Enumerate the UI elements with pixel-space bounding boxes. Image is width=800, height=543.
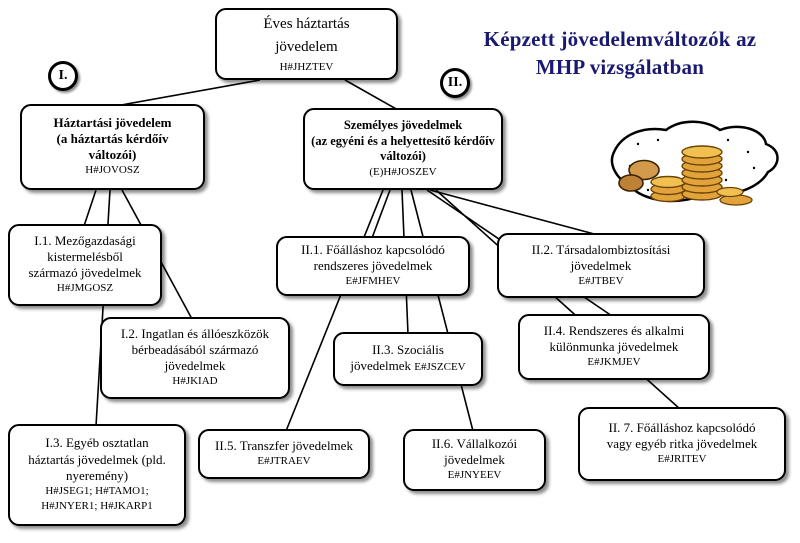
box-text-line: II.2. Társadalombiztosítási [531, 241, 671, 257]
variable-code: H#JKIAD [172, 375, 218, 388]
slide-title: Képzett jövedelemváltozók az MHP vizsgál… [452, 25, 788, 82]
map-speckles [628, 138, 756, 192]
slide-title-line2: MHP vizsgálatban [535, 55, 705, 80]
node-ii1-regular-main-job-income: II.1. Főálláshoz kapcsolódó rendszeres j… [276, 236, 470, 296]
box-text-line: jövedelmek [164, 358, 226, 374]
box-text-line: különmunka jövedelmek [549, 339, 679, 355]
branch-marker-1-label: I. [58, 68, 68, 83]
node-i1-agricultural-income: I.1. Mezőgazdasági kistermelésből szárma… [8, 224, 162, 306]
connector-root-personal [344, 79, 399, 111]
branch-marker-1: I. [48, 61, 78, 91]
connector-personal-ii5 [285, 189, 384, 432]
node-personal-incomes: Személyes jövedelmek (az egyéni és a hel… [303, 108, 503, 190]
box-text-line: származó jövedelmek [28, 265, 142, 281]
bread-shapes [618, 159, 660, 192]
variable-code: E#JTRAEV [257, 455, 311, 468]
box-text-line: II.4. Rendszeres és alkalmi [543, 323, 685, 339]
node-annual-household-income: Éves háztartás jövedelem H#JHZTEV [215, 8, 398, 80]
variable-code: E#JNYEEV [447, 469, 502, 482]
node-ii3-social-income: II.3. Szociális jövedelmek E#JSZCEV [333, 332, 483, 386]
connector-personal-ii1 [371, 189, 391, 239]
box-text-line: jövedelmek E#JSZCEV [350, 358, 465, 375]
node-i2-rental-income: I.2. Ingatlan és állóeszközök bérbeadásá… [100, 317, 290, 399]
box-text-line: II.5. Transzfer jövedelmek [215, 438, 353, 454]
hungary-map-coins-illustration [610, 120, 779, 206]
box-text-line: I.3. Egyéb osztatlan [45, 435, 149, 451]
variable-code: H#JSEG1; H#TAMO1; [45, 484, 149, 497]
node-ii5-transfer-income: II.5. Transzfer jövedelmek E#JTRAEV [198, 429, 370, 479]
box-text-line: vagy egyéb ritka jövedelmek [606, 436, 758, 452]
variable-code: (E)H#JOSZEV [369, 165, 437, 178]
box-text-line: (az egyéni és a helyettesítő kérdőív [311, 133, 495, 148]
box-text-line: II.1. Főálláshoz kapcsolódó [301, 242, 445, 258]
loose-coins [716, 186, 753, 206]
node-ii6-entrepreneurial-income: II.6. Vállalkozói jövedelmek E#JNYEEV [403, 429, 546, 491]
box-text-line: rendszeres jövedelmek [313, 258, 433, 274]
connector-personal-ii6 [410, 189, 474, 432]
node-ii2-social-security-income: II.2. Társadalombiztosítási jövedelmek E… [497, 233, 705, 298]
variable-code: E#JSZCEV [414, 361, 466, 374]
connector-root-household [109, 79, 261, 108]
box-text-line: Háztartási jövedelem [53, 115, 172, 131]
box-text-line: I.2. Ingatlan és állóeszközök [120, 326, 270, 342]
box-text-line: Személyes jövedelmek [343, 118, 463, 133]
node-ii7-rare-income: II. 7. Főálláshoz kapcsolódó vagy egyéb … [578, 407, 786, 481]
box-text-line: II.6. Vállalkozói [431, 436, 518, 452]
variable-code: E#JTBEV [578, 274, 624, 287]
box-text-line: bérbeadásából származó [131, 342, 259, 358]
box-text-line: I.1. Mezőgazdasági [34, 233, 136, 249]
branch-marker-2: II. [440, 68, 470, 98]
box-text-line: (a háztartás kérdőív [56, 131, 169, 147]
slide-title-line1: Képzett jövedelemváltozók az [483, 27, 757, 51]
variable-code: E#JRITEV [657, 453, 707, 466]
box-text-line: Éves háztartás [263, 16, 350, 33]
coin-stack-small [650, 175, 686, 203]
node-i3-other-undivided-household-income: I.3. Egyéb osztatlan háztartás jövedelme… [8, 424, 186, 526]
box-text-line: kistermelésből [47, 249, 123, 265]
node-ii4-extra-work-income: II.4. Rendszeres és alkalmi különmunka j… [518, 314, 710, 380]
coin-stack-tall [681, 145, 723, 201]
box-text-line: háztartás jövedelmek (pld. [28, 451, 166, 467]
box-text-line: II.3. Szociális [372, 342, 444, 358]
box-text-line: jövedelmek [570, 257, 632, 273]
connector-household-i1 [83, 189, 97, 227]
variable-code: H#JMGOSZ [56, 282, 114, 295]
node-household-income: Háztartási jövedelem (a háztartás kérdőí… [20, 104, 205, 190]
box-text-line: jövedelmek [444, 452, 505, 468]
box-text-line: II. 7. Főálláshoz kapcsolódó [608, 420, 756, 436]
variable-code: H#JHZTEV [279, 60, 334, 73]
variable-code: E#JKMJEV [587, 356, 641, 369]
variable-code: E#JFMHEV [345, 275, 401, 288]
variable-code: H#JOVOSZ [85, 164, 140, 177]
box-text: jövedelmek [350, 358, 412, 374]
variable-code: H#JNYER1; H#JKARP1 [41, 500, 153, 513]
connector-personal-ii2 [429, 189, 599, 236]
box-text-line: változói) [88, 147, 137, 163]
box-text-line: nyeremény) [65, 467, 129, 483]
box-text-line: jövedelem [275, 39, 338, 56]
box-text-line: változói) [380, 149, 426, 164]
branch-marker-2-label: II. [447, 75, 463, 90]
